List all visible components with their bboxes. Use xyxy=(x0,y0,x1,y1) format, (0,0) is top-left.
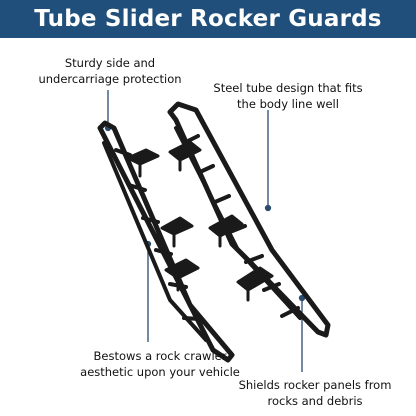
callout-shields-rocker: Shields rocker panels from rocks and deb… xyxy=(215,377,415,409)
callout-line: Steel tube design that fits xyxy=(213,81,363,95)
leader-dot-2 xyxy=(264,204,272,212)
callout-steel-tube: Steel tube design that fits the body lin… xyxy=(188,80,388,112)
callout-side-protection: Sturdy side and undercarriage protection xyxy=(30,55,190,87)
callout-line: Shields rocker panels from xyxy=(238,378,392,392)
callout-line: undercarriage protection xyxy=(38,72,182,86)
callout-line: Sturdy side and xyxy=(64,56,156,70)
left-rocker-guard xyxy=(97,120,235,363)
page-title: Tube Slider Rocker Guards xyxy=(34,6,382,32)
callout-line: the body line well xyxy=(237,97,339,111)
callout-line: aesthetic upon your vehicle xyxy=(80,365,240,379)
leader-dot-4 xyxy=(298,294,306,302)
callout-line: Bestows a rock crawler xyxy=(93,349,227,363)
leader-lines xyxy=(104,90,306,372)
callout-rock-crawler: Bestows a rock crawler aesthetic upon yo… xyxy=(60,348,260,380)
title-banner: Tube Slider Rocker Guards xyxy=(0,0,416,38)
right-rocker-guard xyxy=(167,101,331,338)
callout-line: rocks and debris xyxy=(267,394,363,408)
